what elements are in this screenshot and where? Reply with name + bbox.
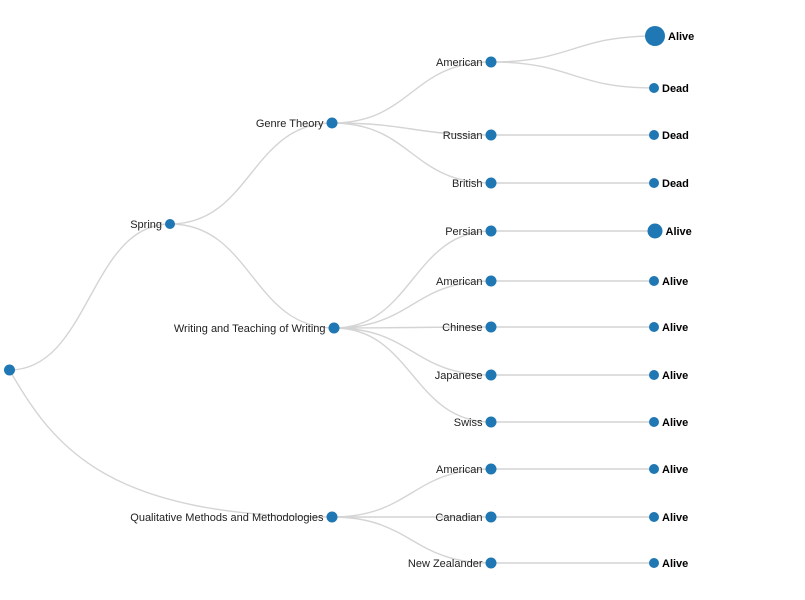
tree-node-gt-british-dead[interactable] [649,178,659,188]
tree-link-spring-to-genre-theory [169,122,333,225]
tree-node-qmm-new-zealander[interactable] [485,557,497,569]
node-label-wtw-persian-alive: Alive [666,226,692,238]
tree-node-gt-american-alive[interactable] [645,26,665,46]
tree-node-gt-american-dead[interactable] [649,83,659,93]
node-label-spring: Spring [130,219,162,231]
tree-node-gt-american[interactable] [485,56,497,68]
tree-node-wtw-chinese[interactable] [485,321,497,333]
node-label-gt-american-dead: Dead [662,83,689,95]
tree-node-writing-teaching[interactable] [328,322,340,334]
node-label-gt-american-alive: Alive [668,31,694,43]
node-label-wtw-american-alive: Alive [662,276,688,288]
tree-node-wtw-chinese-alive[interactable] [649,322,659,332]
tree-node-qualitative[interactable] [326,511,338,523]
tree-node-qmm-nz-alive[interactable] [649,558,659,568]
node-label-wtw-chinese-alive: Alive [662,322,688,334]
tree-node-gt-british[interactable] [485,177,497,189]
tree-node-genre-theory[interactable] [326,117,338,129]
node-label-writing-teaching: Writing and Teaching of Writing [174,323,326,335]
tree-node-wtw-swiss-alive[interactable] [649,417,659,427]
tree-node-spring[interactable] [165,219,175,229]
node-label-gt-russian-dead: Dead [662,130,689,142]
tree-link-gt-american-to-gt-american-alive [490,35,656,63]
node-label-qmm-canadian: Canadian [435,512,482,524]
node-label-qmm-new-zealander: New Zealander [408,558,483,570]
tree-node-gt-russian[interactable] [485,129,497,141]
tree-link-writing-teaching-to-wtw-american [333,280,492,329]
tree-link-root-to-qualitative [8,369,333,518]
tree-link-writing-teaching-to-wtw-chinese [333,326,492,329]
tree-link-genre-theory-to-gt-russian [331,122,492,136]
node-label-wtw-swiss-alive: Alive [662,417,688,429]
tree-node-qmm-canadian[interactable] [485,511,497,523]
node-label-wtw-chinese: Chinese [442,322,482,334]
tree-link-qualitative-to-qmm-american [331,468,492,518]
node-label-gt-russian: Russian [443,130,483,142]
tree-node-qmm-american-alive[interactable] [649,464,659,474]
node-label-gt-british-dead: Dead [662,178,689,190]
node-label-wtw-japanese: Japanese [435,370,483,382]
tree-node-wtw-persian-alive[interactable] [647,223,663,239]
tree-node-qmm-american[interactable] [485,463,497,475]
tree-node-gt-russian-dead[interactable] [649,130,659,140]
node-label-qmm-canadian-alive: Alive [662,512,688,524]
node-label-qmm-american-alive: Alive [662,464,688,476]
tree-node-wtw-american-alive[interactable] [649,276,659,286]
tree-link-writing-teaching-to-wtw-swiss [333,327,492,423]
tree-link-qualitative-to-qmm-new-zealander [331,516,492,564]
tree-node-wtw-persian[interactable] [485,225,497,237]
tree-link-root-to-spring [9,223,171,371]
tree-link-genre-theory-to-gt-british [331,122,492,184]
tree-node-wtw-american[interactable] [485,275,497,287]
node-label-qualitative: Qualitative Methods and Methodologies [130,512,324,524]
node-label-wtw-american: American [436,276,482,288]
node-label-wtw-swiss: Swiss [454,417,483,429]
node-label-qmm-nz-alive: Alive [662,558,688,570]
tree-link-writing-teaching-to-wtw-persian [333,230,492,329]
tree-link-gt-american-to-gt-american-dead [490,61,655,89]
node-label-gt-american: American [436,57,482,69]
node-label-wtw-persian: Persian [445,226,482,238]
node-label-gt-british: British [452,178,483,190]
tree-link-writing-teaching-to-wtw-japanese [333,327,492,376]
tree-node-wtw-swiss[interactable] [485,416,497,428]
tree-node-wtw-japanese[interactable] [485,369,497,381]
node-label-wtw-japanese-alive: Alive [662,370,688,382]
tree-link-genre-theory-to-gt-american [331,61,492,124]
tree-link-spring-to-writing-teaching [169,223,335,329]
node-label-genre-theory: Genre Theory [256,118,324,130]
tree-node-root[interactable] [4,364,15,376]
tree-node-wtw-japanese-alive[interactable] [649,370,659,380]
tree-node-qmm-canadian-alive[interactable] [649,512,659,522]
node-label-qmm-american: American [436,464,482,476]
